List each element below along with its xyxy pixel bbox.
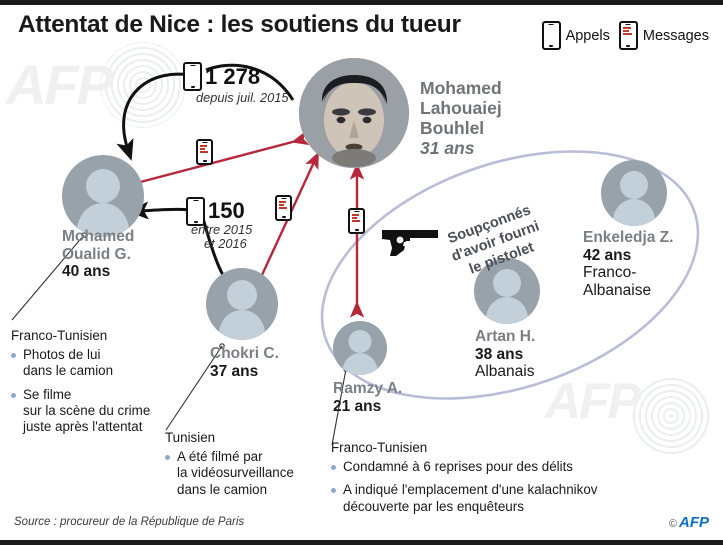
main-subject-name: Mohamed Lahouaiej Bouhlel 31 ans <box>420 78 502 158</box>
name-mohamed-oualid-g-line1: Mohamed <box>62 228 135 245</box>
avatar-enkeledja-z <box>601 160 667 226</box>
avatar-mohamed-oualid-g <box>62 155 144 237</box>
bullet-list-mohamed-oualid-g: Photos de lui dans le camion Se filme su… <box>11 347 171 435</box>
phone-message-icon-chokri <box>275 195 292 221</box>
age-mohamed-oualid-g: 40 ans <box>62 263 111 280</box>
legend-label-appels: Appels <box>565 27 610 44</box>
details-mohamed-oualid-g: Franco-Tunisien Photos de lui dans le ca… <box>11 328 171 442</box>
main-subject-name-line3: Bouhlel <box>420 118 485 138</box>
counter-150-note-2: et 2016 <box>204 236 247 251</box>
main-subject-age: 31 ans <box>420 138 475 158</box>
pistol-icon <box>382 230 438 256</box>
list-item: Condamné à 6 reprises pour des délits <box>331 459 711 475</box>
list-item: Se filme sur la scène du crime juste apr… <box>11 387 171 436</box>
label-chokri-c: Chokri C. 37 ans <box>210 345 279 380</box>
name-mohamed-oualid-g-line2: Oualid G. <box>62 245 131 263</box>
top-rule <box>0 0 723 5</box>
arrow-messages-oualid <box>120 131 310 191</box>
label-artan-h: Artan H. 38 ans Albanais <box>475 328 535 381</box>
name-enkeledja-z: Enkeledja Z. <box>583 229 674 246</box>
arrow-messages-chokri <box>246 151 319 298</box>
list-item: Photos de lui dans le camion <box>11 347 171 379</box>
bullet-list-ramzy-a: Condamné à 6 reprises pour des délits A … <box>331 459 711 515</box>
main-subject-name-line2: Lahouaiej <box>420 98 502 118</box>
age-ramzy-a: 21 ans <box>333 397 382 415</box>
phone-message-icon-ramzy <box>348 208 365 234</box>
nationality-enkeledja-z: Franco- Albanaise <box>583 264 652 299</box>
label-ramzy-a: Ramzy A. 21 ans <box>333 380 402 415</box>
list-item: A été filmé par la vidéosurveillance dan… <box>165 449 330 498</box>
details-chokri-c: Tunisien A été filmé par la vidéosurveil… <box>165 430 330 505</box>
avatar-artan-h <box>474 258 540 324</box>
age-enkeledja-z: 42 ans <box>583 246 632 264</box>
legend-item-appels: Appels <box>541 21 610 50</box>
avatar-chokri-c <box>206 268 278 340</box>
phone-call-icon-1278 <box>183 62 202 91</box>
list-item: A indiqué l'emplacement d'une kalachniko… <box>331 482 711 514</box>
avatar-ramzy-a <box>333 321 387 375</box>
counter-1278-value: 1 278 <box>205 64 261 89</box>
afp-logo-text: AFP <box>679 514 709 531</box>
afp-watermark-left: AFP <box>6 53 114 116</box>
halftone-watermark-left <box>100 42 186 128</box>
label-enkeledja-z: Enkeledja Z. 42 ans Franco- Albanaise <box>583 229 673 299</box>
page-title: Attentat de Nice : les soutiens du tueur <box>18 11 461 38</box>
age-artan-h: 38 ans <box>475 345 524 363</box>
nationality-chokri-c: Tunisien <box>165 430 216 445</box>
afp-logo: ©AFP <box>669 514 709 531</box>
nationality-mohamed-oualid-g: Franco-Tunisien <box>11 328 108 343</box>
main-subject-photo <box>299 58 409 168</box>
afp-watermark-right: AFP <box>545 373 641 429</box>
copyright-symbol: © <box>668 518 677 530</box>
name-artan-h: Artan H. <box>475 328 536 345</box>
source-note: Source : procureur de la République de P… <box>14 516 245 528</box>
bottom-rule <box>0 540 723 545</box>
label-mohamed-oualid-g: Mohamed Oualid G. 40 ans <box>62 228 134 281</box>
legend-item-messages: Messages <box>618 21 709 50</box>
phone-call-icon <box>541 21 561 50</box>
name-chokri-c: Chokri C. <box>210 345 279 362</box>
name-ramzy-a: Ramzy A. <box>333 380 403 397</box>
legend-label-messages: Messages <box>642 27 709 44</box>
counter-1278-note: depuis juil. 2015 <box>196 90 289 105</box>
nationality-artan-h: Albanais <box>475 363 535 380</box>
bullet-list-chokri-c: A été filmé par la vidéosurveillance dan… <box>165 449 330 498</box>
details-ramzy-a: Franco-Tunisien Condamné à 6 reprises po… <box>331 440 711 522</box>
counter-150-note-1: entre 2015 <box>191 222 253 237</box>
portrait-photo-graphic <box>299 58 409 168</box>
age-chokri-c: 37 ans <box>210 362 259 380</box>
legend: Appels Messages <box>541 21 709 50</box>
phone-message-icon <box>618 21 638 50</box>
nationality-ramzy-a: Franco-Tunisien <box>331 440 428 455</box>
phone-message-icon-oualid <box>196 139 213 165</box>
phone-call-icon-150 <box>186 197 205 226</box>
counter-150-value: 150 <box>208 198 245 223</box>
main-subject-name-line1: Mohamed <box>420 78 502 98</box>
